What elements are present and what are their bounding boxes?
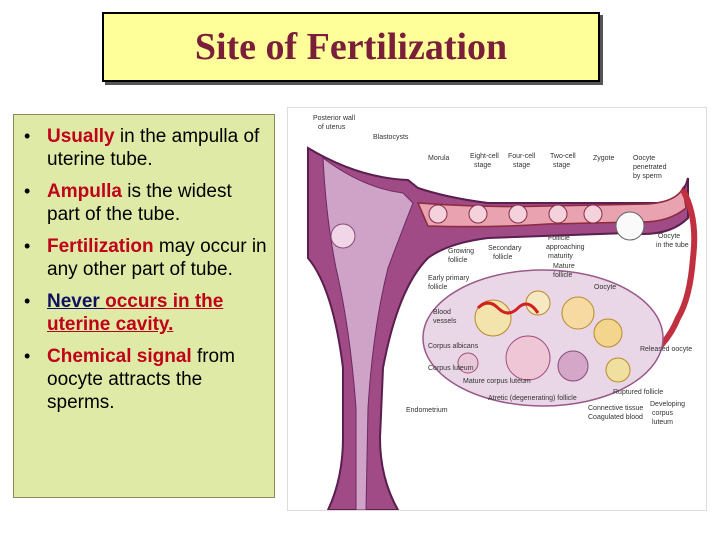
label-mature-corpus: Mature corpus luteum: [463, 378, 531, 385]
label-early-primary: Early primary: [428, 275, 470, 282]
label-oocyte-gen-3: by sperm: [633, 173, 662, 180]
label-growing-2: follicle: [448, 257, 468, 264]
label-blood-2: vessels: [433, 318, 457, 325]
label-oocyte-gen-2: penetrated: [633, 164, 667, 171]
label-released: Released oocyte: [640, 346, 692, 353]
label-secondary-2: follicle: [493, 254, 513, 261]
bullet-dot-icon: •: [24, 126, 31, 146]
list-item: • Ampulla is the widest part of the tube.: [20, 180, 268, 226]
list-item: • Never occurs in the uterine cavity.: [20, 290, 268, 336]
four-cell: [508, 204, 528, 224]
diagram-svg: Posterior wall of uterus Blastocysts Mor…: [307, 115, 698, 510]
label-two-cell-2: stage: [553, 162, 570, 169]
label-developing-2: corpus: [652, 410, 674, 417]
eight-cell: [468, 204, 488, 224]
label-developing: Developing: [650, 401, 685, 408]
bullet-dot-icon: •: [24, 181, 31, 201]
label-oocyte-tube: Oocyte: [658, 233, 680, 240]
follicle: [605, 357, 631, 383]
bullet-dot-icon: •: [24, 346, 31, 366]
follicle: [557, 350, 589, 382]
label-growing: Growing: [448, 248, 474, 255]
title-box: Site of Fertilization: [102, 12, 600, 82]
label-oocyte-tube-2: in the tube: [656, 242, 689, 249]
follicle: [593, 318, 623, 348]
bullet-keyword: Never: [47, 291, 106, 312]
label-ruptured: Ruptured follicle: [613, 389, 663, 396]
label-blastocysts: Blastocysts: [373, 134, 409, 141]
bullet-text: occurs in the uterine cavity.: [47, 291, 224, 335]
label-four-cell-2: stage: [513, 162, 530, 169]
blastocyst: [330, 223, 356, 249]
bullet-text: is the widest part of the tube.: [47, 181, 232, 225]
bullet-keyword: Ampulla: [47, 181, 122, 202]
label-developing-3: luteum: [652, 419, 673, 426]
label-oocyte: Oocyte: [594, 284, 616, 291]
label-four-cell: Four-cell: [508, 153, 536, 160]
bullet-text: may occur in any other part of tube.: [47, 236, 267, 280]
oocyte-tube: [615, 211, 645, 241]
bullet-list: • Usually in the ampulla of uterine tube.…: [20, 125, 268, 414]
page-title: Site of Fertilization: [194, 26, 508, 68]
label-approaching-3: maturity: [548, 253, 573, 260]
ovary: [422, 269, 664, 407]
bullet-text: in the ampulla of uterine tube.: [47, 126, 260, 170]
label-of-uterus: of uterus: [318, 124, 346, 131]
label-secondary: Secondary: [488, 245, 522, 252]
label-oocyte-gen: Oocyte: [633, 155, 655, 162]
label-early-primary-2: follicle: [428, 284, 448, 291]
bullet-dot-icon: •: [24, 291, 31, 311]
list-item: • Chemical signal from oocyte attracts th…: [20, 345, 268, 414]
zygote: [583, 204, 603, 224]
bullet-keyword: Fertilization: [47, 236, 154, 257]
morula: [428, 204, 448, 224]
follicle: [457, 352, 479, 374]
label-approaching: Follicle: [548, 235, 570, 242]
two-cell: [548, 204, 568, 224]
label-connective: Connective tissue: [588, 405, 643, 412]
label-blood: Blood: [433, 309, 451, 316]
label-approaching-2: approaching: [546, 244, 585, 251]
bullet-text: from oocyte attracts the sperms.: [47, 346, 235, 413]
bullet-keyword: Chemical signal: [47, 346, 192, 367]
label-corpus-albicans: Corpus albicans: [428, 343, 479, 350]
label-posterior-wall: Posterior wall: [313, 115, 355, 122]
list-item: • Usually in the ampulla of uterine tube.: [20, 125, 268, 171]
label-eight-cell: Eight-cell: [470, 153, 499, 160]
label-atretic: Atretic (degenerating) follicle: [488, 395, 577, 402]
label-endometrium: Endometrium: [406, 407, 448, 414]
list-item: • Fertilization may occur in any other pa…: [20, 235, 268, 281]
fertilization-diagram: Posterior wall of uterus Blastocysts Mor…: [287, 107, 707, 511]
label-morula: Morula: [428, 155, 450, 162]
blood-vessels: [476, 301, 540, 315]
follicle: [474, 299, 512, 337]
label-eight-cell-2: stage: [474, 162, 491, 169]
uterus-shape: [307, 146, 689, 510]
label-two-cell: Two-cell: [550, 153, 576, 160]
follicle: [505, 335, 551, 381]
follicle: [561, 296, 595, 330]
label-mature: Mature: [553, 263, 575, 270]
label-mature-2: follicle: [553, 272, 573, 279]
label-coagulated: Coagulated blood: [588, 414, 643, 421]
bullet-dot-icon: •: [24, 236, 31, 256]
bullet-panel: • Usually in the ampulla of uterine tube.…: [13, 114, 275, 498]
label-zygote: Zygote: [593, 155, 615, 162]
bullet-keyword: Usually: [47, 126, 115, 147]
label-corpus-luteum: Corpus luteum: [428, 365, 474, 372]
